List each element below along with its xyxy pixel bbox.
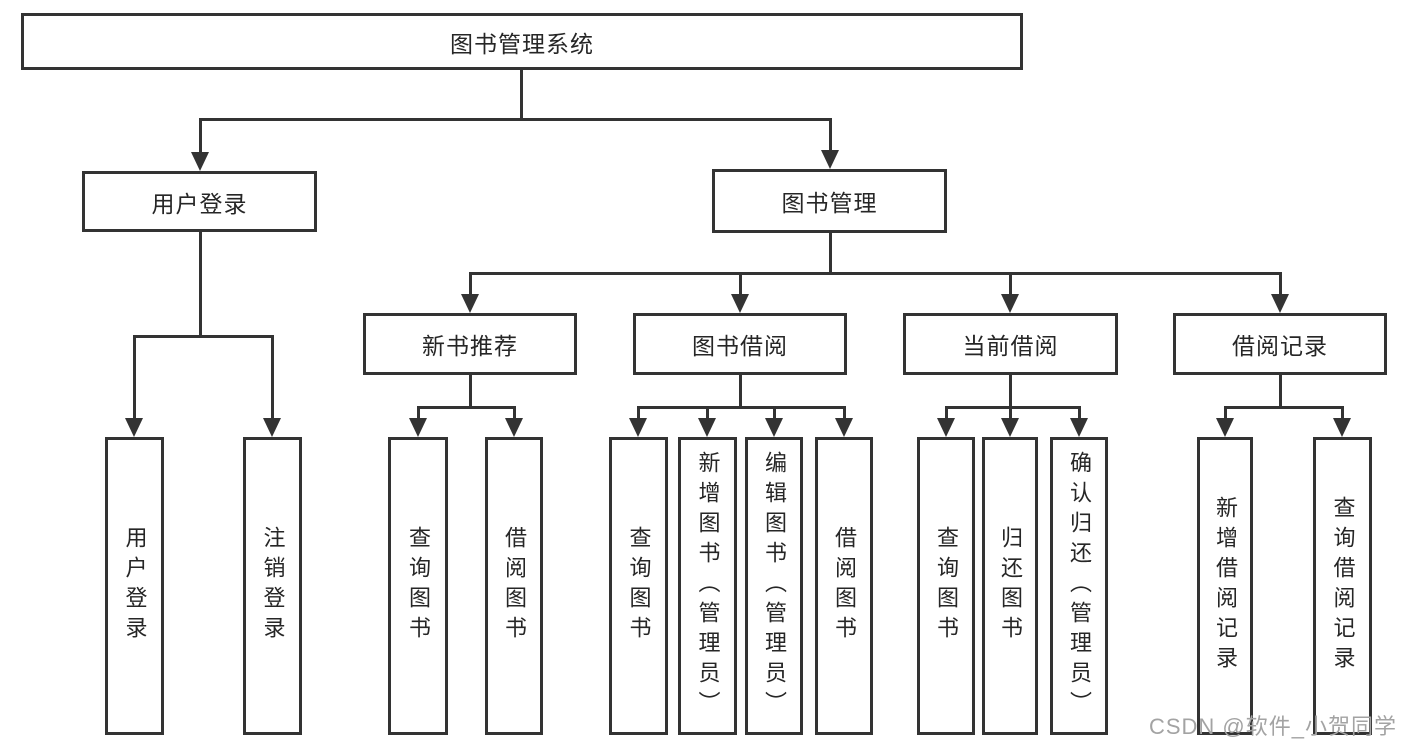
- leaf-query-books-borrowing: 查询图书: [609, 437, 668, 735]
- node-current-borrowing: 当前借阅: [903, 313, 1118, 375]
- arrowhead-edit-b: [765, 418, 783, 437]
- edge-drop-leaf-user-login: [133, 335, 136, 419]
- edge-root-bar: [199, 118, 832, 121]
- leaf-query-books-recommend: 查询图书: [388, 437, 448, 735]
- edge-book-management-trunk: [829, 233, 832, 272]
- edge-drop-borrow-a: [513, 406, 516, 419]
- edge-drop-borrowing: [739, 272, 742, 295]
- leaf-return-books: 归还图书: [982, 437, 1038, 735]
- arrowhead-query-a: [409, 418, 427, 437]
- edge-book-management-bar: [469, 272, 1282, 275]
- edge-drop-add-d: [1224, 406, 1227, 419]
- arrowhead-leaf-logout: [263, 418, 281, 437]
- arrowhead-borrowing: [731, 294, 749, 313]
- arrowhead-book-management: [821, 150, 839, 169]
- edge-drop-query-a: [417, 406, 420, 419]
- node-book-borrowing: 图书借阅: [633, 313, 847, 375]
- arrowhead-current: [1001, 294, 1019, 313]
- csdn-watermark: CSDN @软件_小贺同学: [1148, 714, 1397, 739]
- arrowhead-leaf-user-login: [125, 418, 143, 437]
- edge-drop-confirm-c: [1078, 406, 1081, 419]
- edge-drop-query-d: [1341, 406, 1344, 419]
- edge-records-trunk: [1279, 375, 1282, 406]
- edge-drop-return-c: [1009, 406, 1012, 419]
- edge-root-trunk: [520, 70, 523, 118]
- leaf-edit-books-admin: 编辑图书（管理员）: [745, 437, 803, 735]
- edge-records-bar: [1224, 406, 1344, 409]
- arrowhead-records: [1271, 294, 1289, 313]
- leaf-query-books-current: 查询图书: [917, 437, 975, 735]
- leaf-query-borrow-record: 查询借阅记录: [1313, 437, 1372, 735]
- edge-drop-user-login: [199, 118, 202, 153]
- edge-current-trunk: [1009, 375, 1012, 406]
- node-user-login: 用户登录: [82, 171, 317, 232]
- leaf-borrow-books-recommend: 借阅图书: [485, 437, 543, 735]
- edge-drop-records: [1279, 272, 1282, 295]
- arrowhead-return-c: [1001, 418, 1019, 437]
- edge-drop-query-c: [945, 406, 948, 419]
- edge-drop-book-management: [829, 118, 832, 150]
- arrowhead-borrow-b: [835, 418, 853, 437]
- node-new-book-recommendation: 新书推荐: [363, 313, 577, 375]
- arrowhead-query-d: [1333, 418, 1351, 437]
- edge-recommendation-trunk: [469, 375, 472, 406]
- edge-drop-edit-b: [773, 406, 776, 419]
- arrowhead-recommendation: [461, 294, 479, 313]
- node-book-management: 图书管理: [712, 169, 947, 233]
- edge-drop-query-b: [637, 406, 640, 419]
- leaf-user-login: 用户登录: [105, 437, 164, 735]
- arrowhead-user-login: [191, 152, 209, 171]
- edge-drop-borrow-b: [843, 406, 846, 419]
- node-root-library-system: 图书管理系统: [21, 13, 1023, 70]
- arrowhead-confirm-c: [1070, 418, 1088, 437]
- leaf-borrow-books: 借阅图书: [815, 437, 873, 735]
- edge-borrowing-trunk: [739, 375, 742, 406]
- leaf-add-books-admin: 新增图书（管理员）: [678, 437, 737, 735]
- arrowhead-add-b: [698, 418, 716, 437]
- edge-current-bar: [945, 406, 1081, 409]
- edge-user-login-trunk: [199, 232, 202, 335]
- edge-drop-add-b: [706, 406, 709, 419]
- edge-user-login-bar: [133, 335, 274, 338]
- leaf-confirm-return-admin: 确认归还（管理员）: [1050, 437, 1108, 735]
- edge-borrowing-bar: [637, 406, 846, 409]
- edge-recommendation-bar: [417, 406, 516, 409]
- arrowhead-borrow-a: [505, 418, 523, 437]
- node-borrowing-records: 借阅记录: [1173, 313, 1387, 375]
- arrowhead-query-b: [629, 418, 647, 437]
- leaf-logout: 注销登录: [243, 437, 302, 735]
- edge-drop-leaf-logout: [271, 335, 274, 419]
- edge-drop-recommendation: [469, 272, 472, 295]
- leaf-add-borrow-record: 新增借阅记录: [1197, 437, 1253, 735]
- edge-drop-current: [1009, 272, 1012, 295]
- arrowhead-add-d: [1216, 418, 1234, 437]
- arrowhead-query-c: [937, 418, 955, 437]
